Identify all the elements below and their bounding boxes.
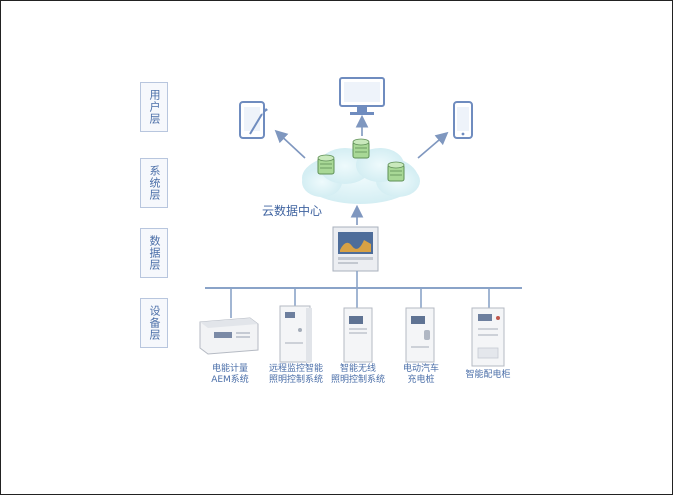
- meter-device-icon: [199, 317, 259, 355]
- tablet-pen-icon: [239, 101, 268, 139]
- lighting-controller-icon: [343, 307, 373, 363]
- device-caption-2-line1: 远程监控智能: [268, 364, 323, 374]
- layer-data-label: 数据层: [148, 235, 161, 271]
- server-icon: [317, 154, 335, 175]
- device-caption-5: 智能配电柜: [448, 370, 528, 381]
- device-caption-3: 智能无线 照明控制系统: [318, 364, 398, 386]
- arrow-to-phone: [417, 131, 449, 159]
- server-icon: [387, 161, 405, 182]
- layer-user: 用户层: [140, 82, 168, 132]
- device-caption-1: 电能计量 AEM系统: [190, 364, 270, 386]
- desktop-monitor-icon: [339, 77, 385, 115]
- smartphone-icon: [453, 101, 473, 139]
- device-caption-5-line1: 智能配电柜: [465, 370, 511, 380]
- monitoring-cabinet-icon: [279, 305, 312, 363]
- device-caption-1-line1: 电能计量: [211, 364, 248, 374]
- device-caption-3-line1: 智能无线: [339, 364, 376, 374]
- ev-charger-icon: [405, 307, 435, 363]
- layer-data: 数据层: [140, 228, 168, 278]
- server-icon: [352, 138, 370, 159]
- arrow-to-tablet: [274, 129, 306, 159]
- device-caption-1-line2: AEM系统: [211, 375, 249, 385]
- data-panel-icon: [332, 226, 379, 272]
- device-caption-3-line2: 照明控制系统: [330, 375, 385, 385]
- layer-system-label: 系统层: [148, 165, 161, 201]
- device-caption-2: 远程监控智能 照明控制系统: [256, 364, 336, 386]
- device-caption-4-line1: 电动汽车: [402, 364, 439, 374]
- distribution-cabinet-icon: [471, 307, 505, 367]
- device-caption-4-line2: 充电桩: [407, 375, 435, 385]
- layer-device: 设备层: [140, 298, 168, 348]
- device-caption-2-line2: 照明控制系统: [268, 375, 323, 385]
- cloud-data-center-label: 云数据中心: [262, 204, 323, 218]
- device-caption-4: 电动汽车 充电桩: [381, 364, 461, 386]
- layer-device-label: 设备层: [148, 305, 161, 341]
- layer-user-label: 用户层: [148, 89, 161, 125]
- layer-system: 系统层: [140, 158, 168, 208]
